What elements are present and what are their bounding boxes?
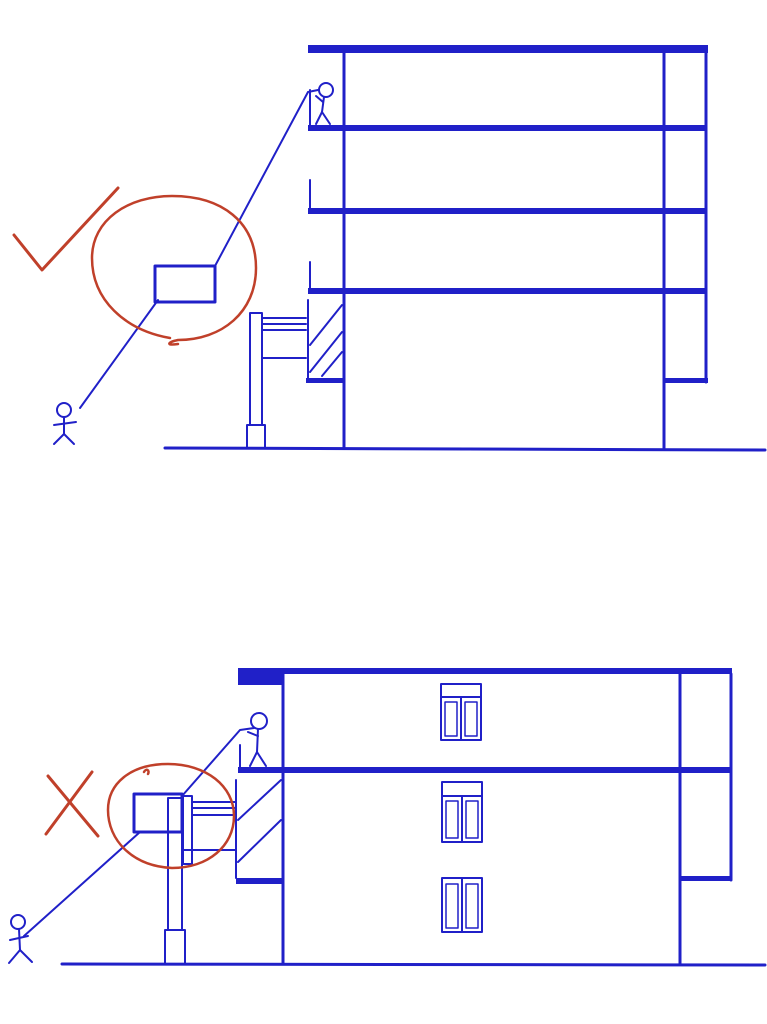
scene-bottom <box>8 668 767 967</box>
sign-support-bottom <box>164 795 237 965</box>
building-bottom <box>235 668 733 966</box>
worker-on-roof-top <box>315 82 334 125</box>
check-mark-icon <box>12 186 120 272</box>
worker-head-top <box>318 82 334 98</box>
canopy-hatch-top <box>309 304 343 377</box>
roof-slab-top <box>308 45 708 53</box>
sign-panel-top <box>153 264 217 304</box>
ground-worker-head-top <box>56 402 72 418</box>
ground-worker-head-bottom <box>10 914 26 930</box>
highlight-circle-top <box>90 194 258 346</box>
floor-slab-bottom-1 <box>238 767 732 773</box>
guide-rope-top <box>79 299 159 409</box>
worker-on-roof-bottom <box>247 712 268 767</box>
worker-on-ground-bottom <box>8 914 33 964</box>
worker-head-bottom <box>250 712 268 730</box>
sign-panel-bottom <box>132 792 184 834</box>
building-top <box>306 45 708 450</box>
highlight-circle-bottom <box>106 762 236 870</box>
roof-parapet-bottom <box>238 668 284 685</box>
window-middle <box>441 781 483 843</box>
cross-mark-icon <box>44 770 100 838</box>
roof-slab-bottom <box>238 668 732 674</box>
scene-top <box>12 45 767 452</box>
floor-slab-top-1 <box>308 125 706 131</box>
sign-support-top <box>246 312 307 449</box>
sign-frame-bottom <box>182 795 193 865</box>
floor-slab-top-2 <box>308 208 706 214</box>
sign-post-top <box>249 312 263 426</box>
hoist-rope-bottom <box>181 727 255 797</box>
hoist-rope-top <box>214 89 319 267</box>
floor-slab-top-3 <box>308 288 706 294</box>
canopy-base-top <box>306 378 344 383</box>
sign-post-base-top <box>246 424 266 449</box>
worker-on-ground-top <box>53 402 77 445</box>
canopy-base-bottom <box>236 878 284 884</box>
sign-post-base-bottom <box>164 929 186 965</box>
sign-post-bottom <box>167 797 183 931</box>
guide-rope-bottom <box>23 831 141 937</box>
window-upper <box>440 683 482 741</box>
canopy-hatch-bottom <box>237 779 282 863</box>
floor-stub-right-top <box>664 378 708 383</box>
floor-stub-right-bottom <box>680 876 732 881</box>
window-lower <box>441 877 483 933</box>
